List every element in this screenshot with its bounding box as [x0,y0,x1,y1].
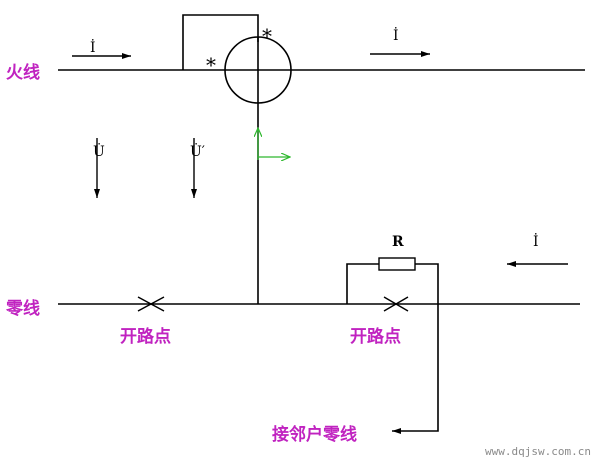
live-wire-label: 火线 [6,62,40,83]
star-right-mark: * [262,24,272,48]
open-point-right-label: 开路点 [350,326,401,347]
resistor-label: R [392,234,404,250]
current-bottom-right-label: İ [533,232,539,250]
open-point-right-mark [383,296,409,312]
current-top-left-label: İ [90,38,96,56]
neighbor-neutral-label: 接邻户零线 [272,424,357,445]
watermark-text: www.dqjsw.com.cn [485,445,591,458]
neighbor-neutral-wire [392,304,439,434]
open-point-left-label: 开路点 [120,326,171,347]
open-point-left-mark [137,296,165,312]
resistor-bypass-wire [346,263,439,304]
voltage-u-prime-label: U̇′ [190,142,205,160]
neutral-wire-label: 零线 [5,298,40,319]
resistor-body [378,257,416,271]
voltage-u-label: U̇ [93,142,105,160]
meter-coil-bracket [182,14,259,70]
star-left-mark: * [206,53,216,77]
current-top-right-label: İ [393,26,399,44]
